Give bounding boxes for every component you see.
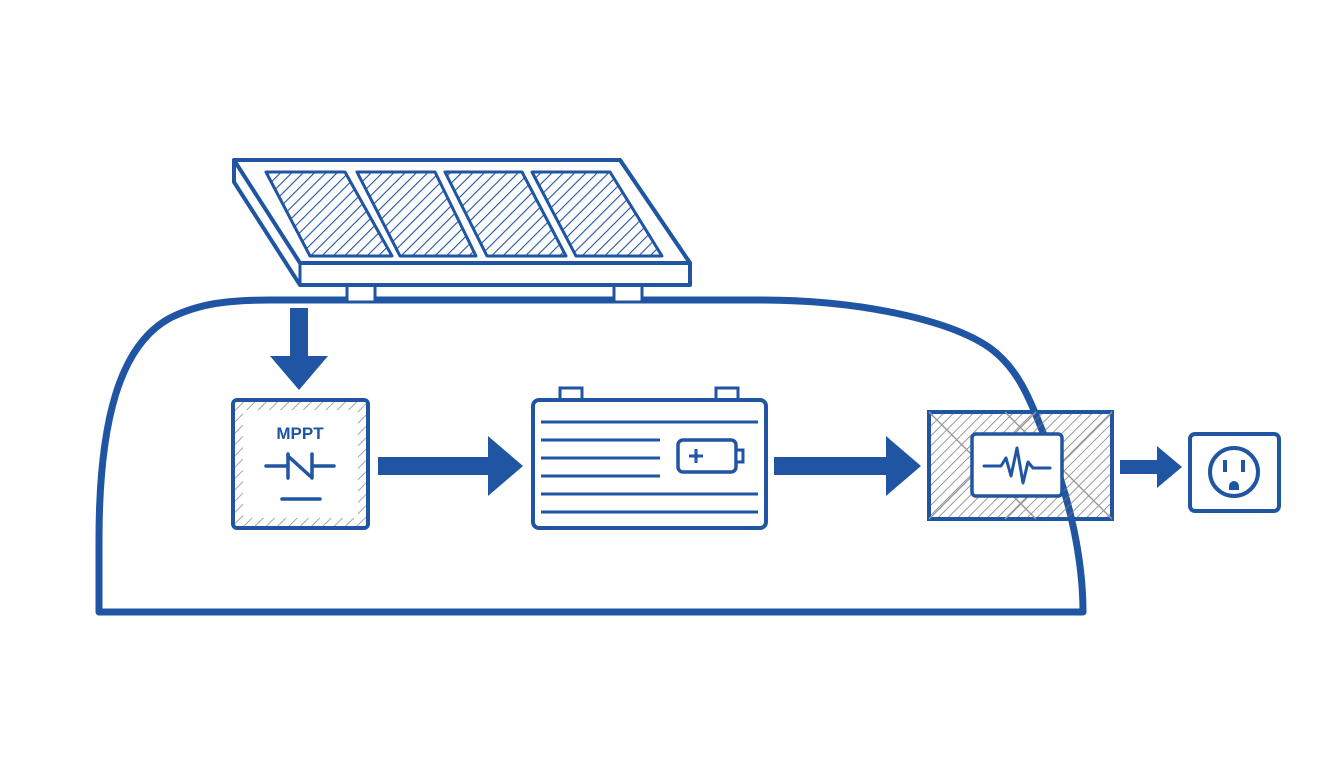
battery-icon bbox=[531, 386, 768, 530]
power-outlet-icon bbox=[1188, 432, 1281, 513]
solar-panel-icon bbox=[232, 158, 692, 304]
solar-cell bbox=[443, 170, 568, 258]
arrow-panel-to-controller bbox=[270, 308, 328, 390]
inverter-icon bbox=[927, 410, 1114, 521]
solar-cells bbox=[264, 170, 664, 258]
solar-cell bbox=[264, 170, 394, 258]
solar-cell bbox=[355, 170, 478, 258]
arrow-inverter-to-outlet bbox=[1120, 446, 1182, 488]
solar-cell bbox=[530, 170, 664, 258]
mppt-controller-icon: MPPT bbox=[231, 398, 370, 530]
diode-symbol-icon bbox=[264, 452, 336, 501]
waveform-icon bbox=[982, 446, 1052, 485]
controller-label: MPPT bbox=[276, 424, 324, 443]
arrow-battery-to-inverter bbox=[774, 436, 921, 496]
arrow-controller-to-battery bbox=[378, 436, 523, 496]
battery-level-icon bbox=[676, 438, 745, 474]
